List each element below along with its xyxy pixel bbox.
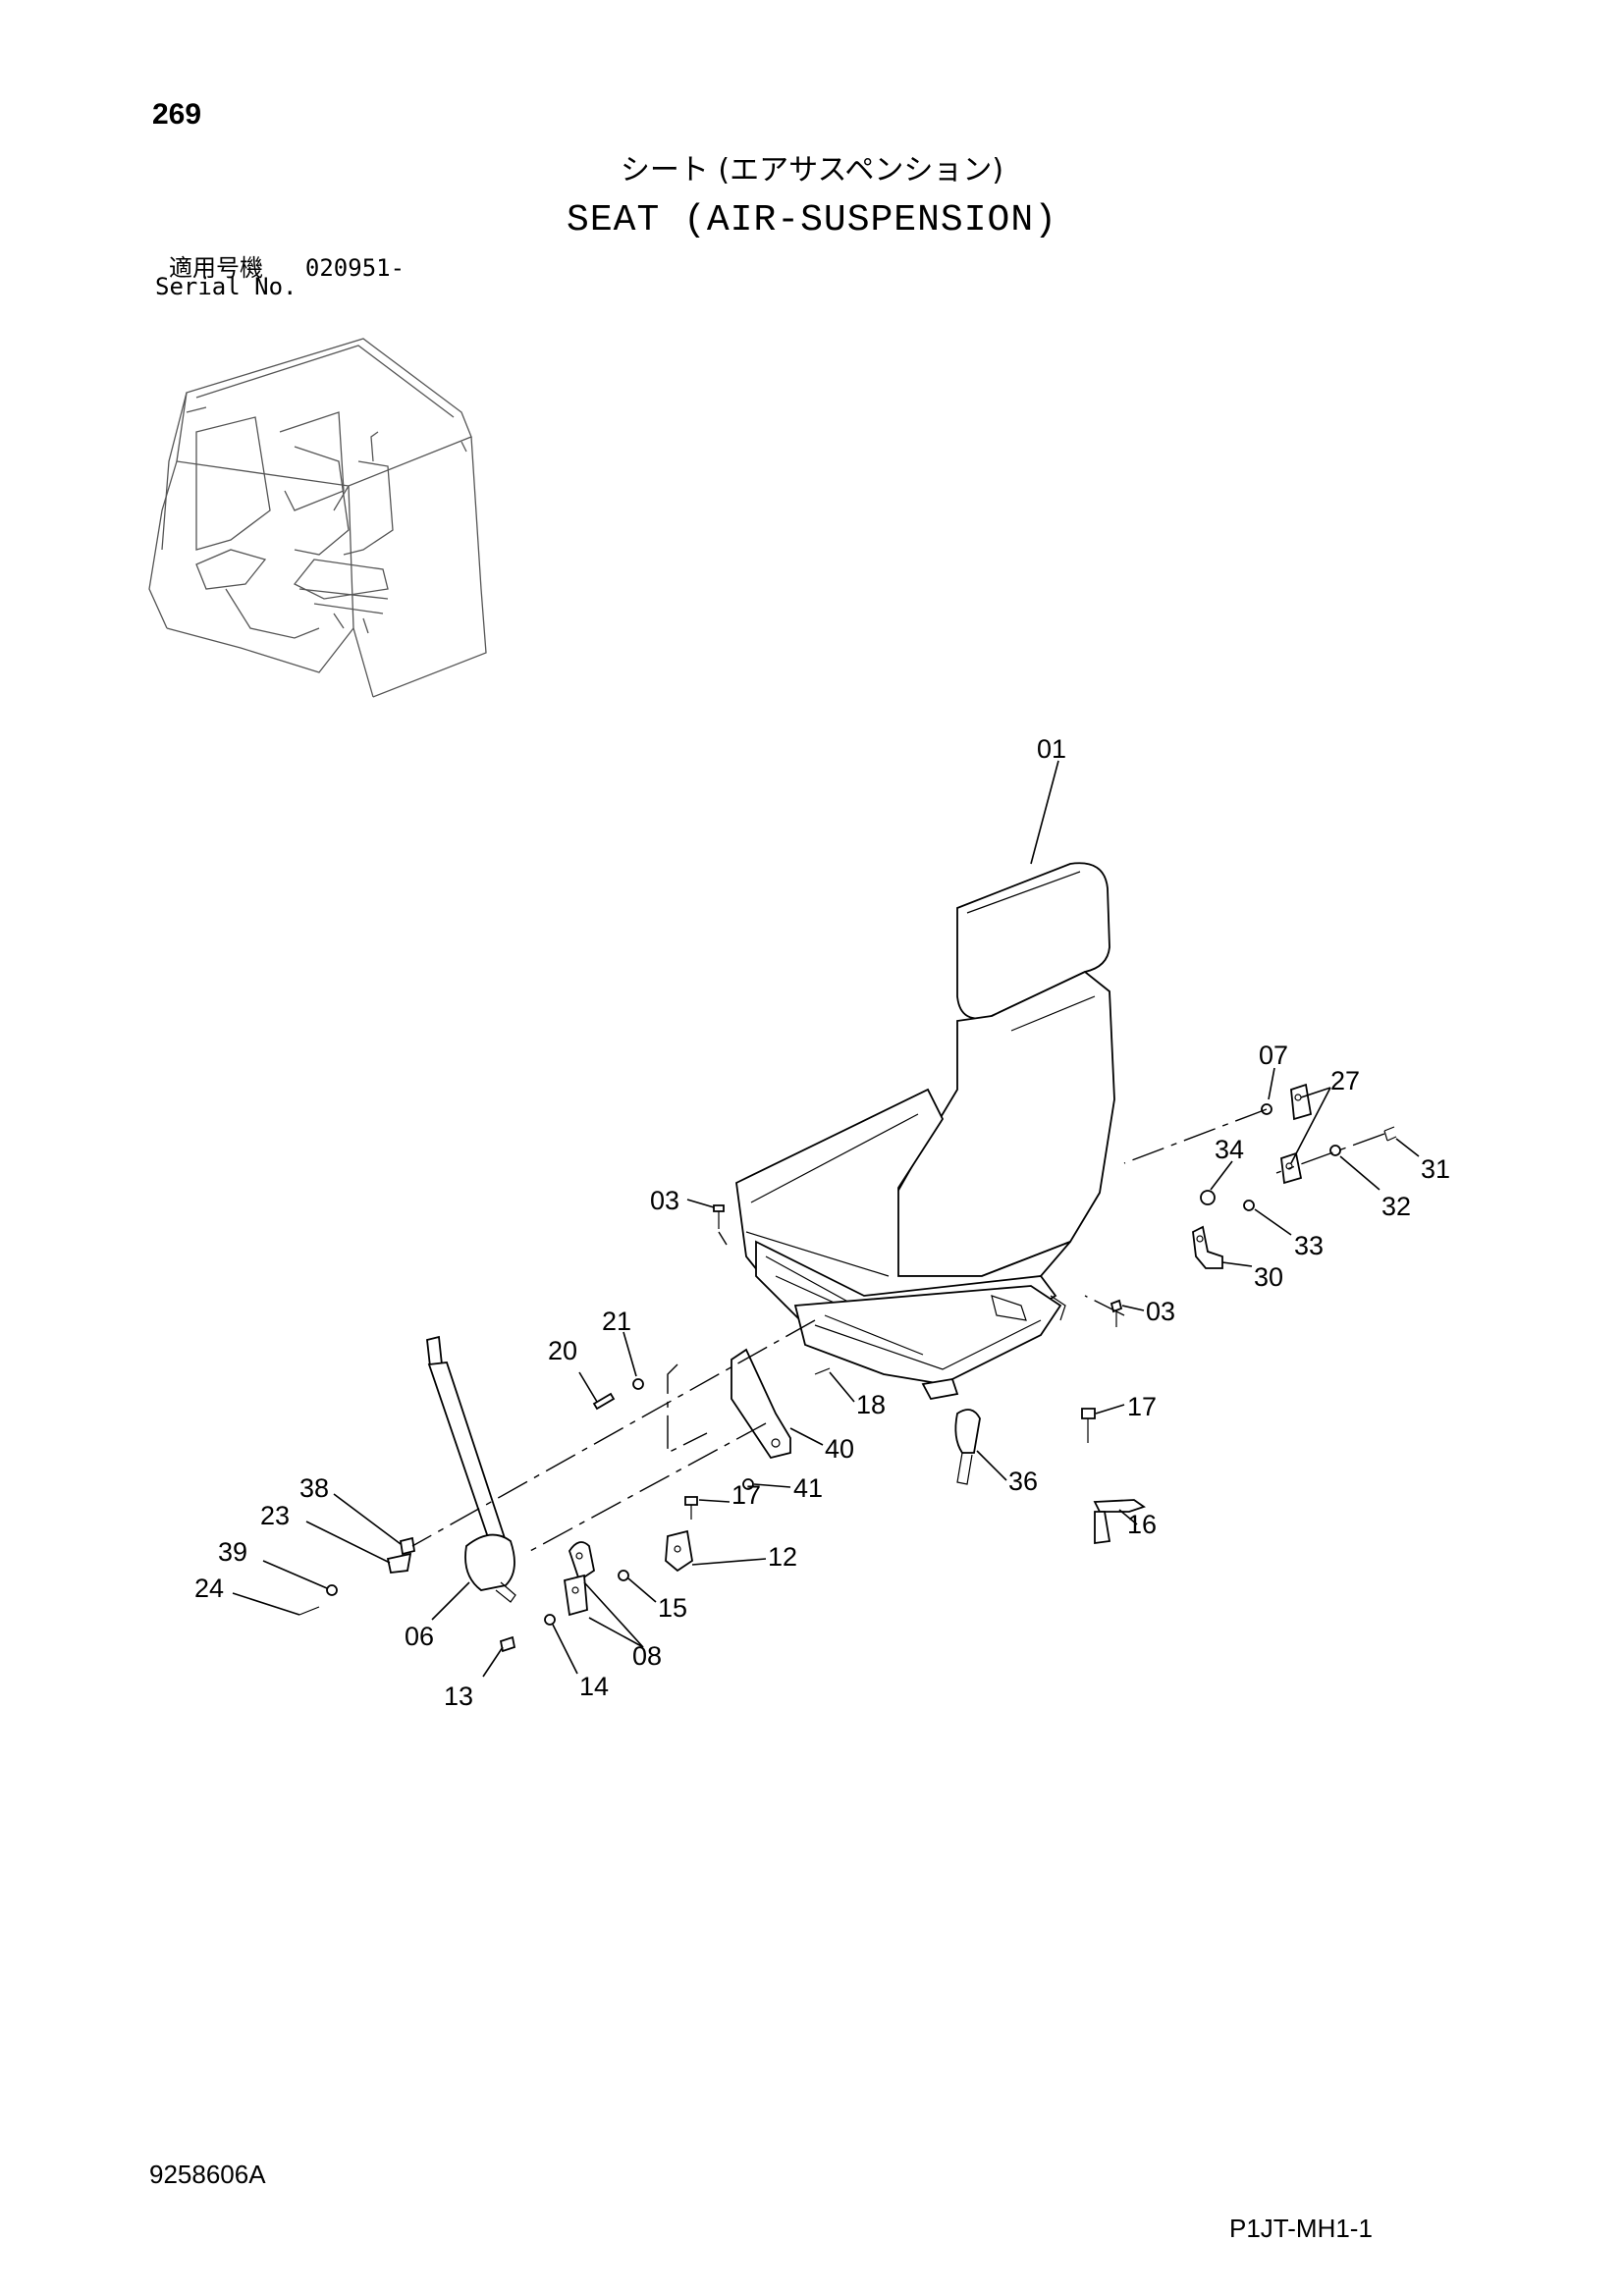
part-label-34: 34 — [1215, 1135, 1244, 1164]
part-label-12: 12 — [768, 1542, 797, 1572]
part-label-03-right: 03 — [1146, 1297, 1175, 1326]
part-label-30: 30 — [1254, 1262, 1283, 1292]
part-label-03-left: 03 — [650, 1186, 679, 1215]
serial-number-line: 適用号機 020951- — [169, 248, 405, 283]
part-label-17-right: 17 — [1127, 1392, 1157, 1421]
part-label-15: 15 — [658, 1593, 687, 1623]
part-label-41: 41 — [793, 1473, 823, 1503]
serial-label-japanese: 適用号機 — [169, 254, 263, 282]
part-label-40: 40 — [825, 1434, 854, 1464]
seat-assembly-drawing — [735, 862, 1115, 1401]
cab-overview-illustration — [148, 338, 487, 698]
assembly-centerlines — [411, 1108, 1385, 1552]
part-label-13: 13 — [444, 1682, 473, 1711]
leader-lines — [232, 760, 1420, 1678]
sheet-code: P1JT-MH1-1 — [1229, 2214, 1373, 2243]
part-label-24: 24 — [194, 1574, 224, 1603]
part-label-06: 06 — [405, 1622, 434, 1651]
part-labels: 01 07 27 34 31 32 33 30 03 03 21 20 18 1… — [194, 734, 1450, 1711]
page-title-japanese: シート (エアサスペンション) — [620, 153, 1004, 187]
part-label-31: 31 — [1421, 1154, 1450, 1184]
part-label-27: 27 — [1330, 1066, 1360, 1095]
document-code: 9258606A — [149, 2160, 266, 2189]
page-title: SEAT (AIR-SUSPENSION) — [567, 199, 1057, 241]
part-label-33: 33 — [1294, 1231, 1324, 1260]
part-label-18: 18 — [856, 1390, 886, 1419]
brackets-drawing — [298, 1083, 1397, 1653]
part-label-23: 23 — [260, 1501, 290, 1530]
part-label-32: 32 — [1381, 1192, 1411, 1221]
page-number: 269 — [152, 98, 202, 131]
part-label-20: 20 — [548, 1336, 577, 1365]
part-label-36: 36 — [1008, 1467, 1038, 1496]
part-label-07: 07 — [1259, 1041, 1288, 1070]
part-label-21: 21 — [602, 1307, 631, 1336]
part-label-01: 01 — [1037, 734, 1066, 764]
part-label-14: 14 — [579, 1672, 609, 1701]
serial-label: Serial No. — [155, 273, 298, 300]
part-label-39: 39 — [218, 1537, 247, 1567]
seat-belt-drawing — [426, 1335, 516, 1603]
part-label-08: 08 — [632, 1641, 662, 1671]
part-label-16: 16 — [1127, 1510, 1157, 1539]
part-label-38: 38 — [299, 1473, 329, 1503]
serial-number-value: 020951- — [304, 254, 406, 282]
part-label-17-left: 17 — [731, 1480, 761, 1510]
